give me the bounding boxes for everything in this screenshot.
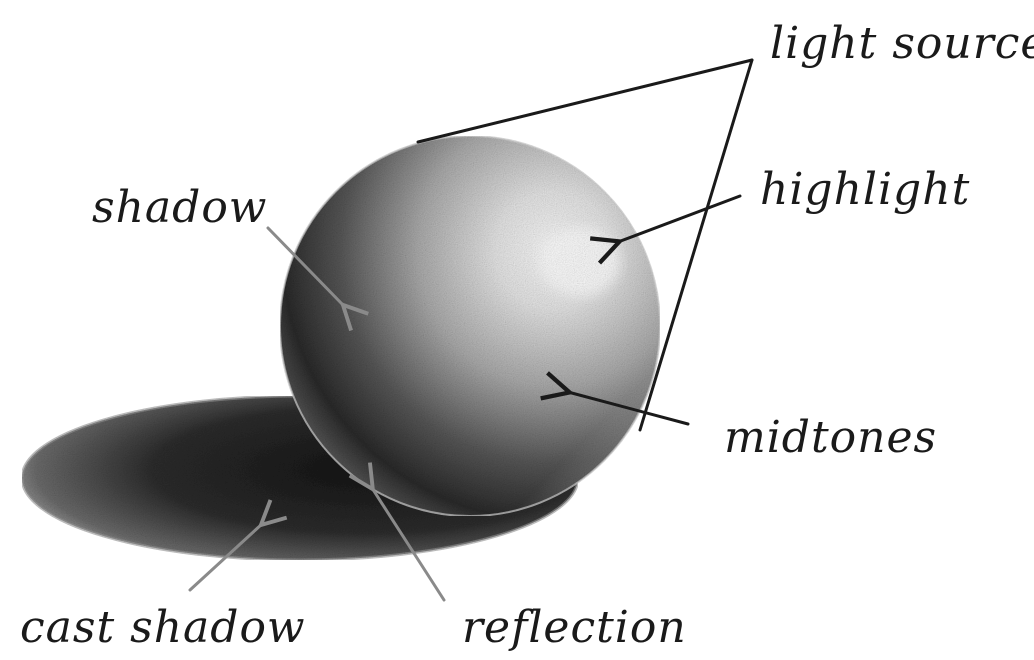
highlight-arrow — [618, 196, 740, 242]
label-shadow: shadow — [92, 182, 267, 233]
sphere-shape — [280, 136, 660, 516]
label-cast-shadow: cast shadow — [20, 602, 306, 653]
label-midtones: midtones — [724, 412, 937, 463]
label-light-source: light source — [770, 18, 1034, 69]
label-reflection: reflection — [462, 602, 687, 653]
ray-to-right — [640, 60, 752, 430]
label-highlight: highlight — [760, 164, 970, 215]
ray-to-top — [418, 60, 752, 142]
